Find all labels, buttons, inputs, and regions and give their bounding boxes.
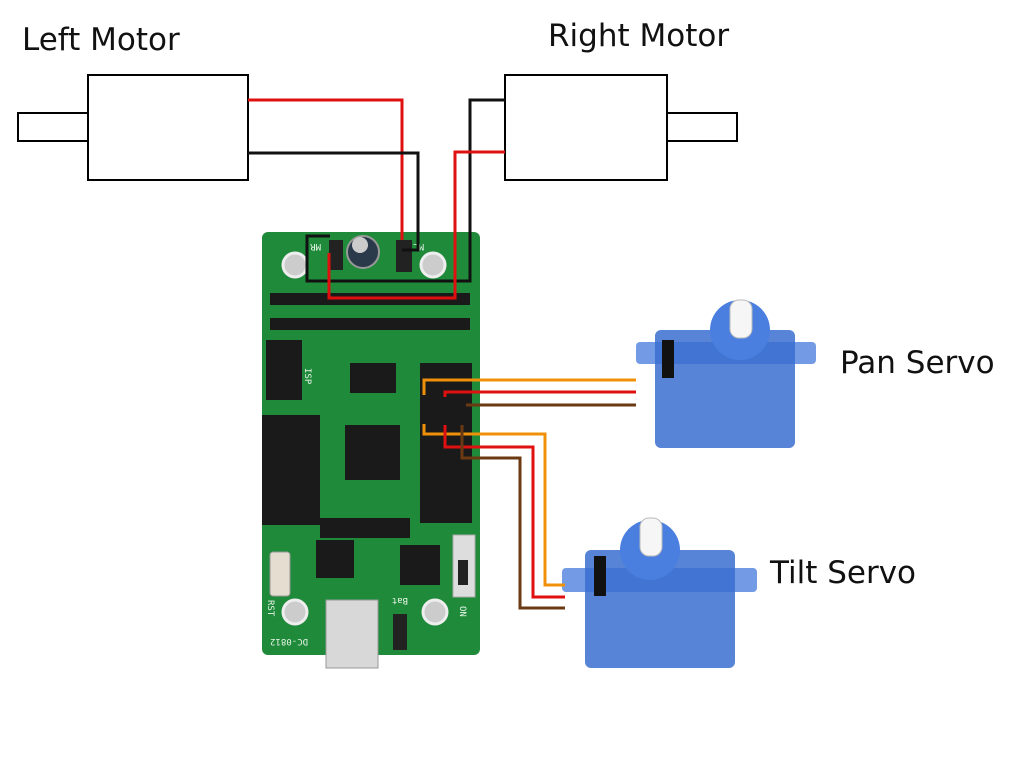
capacitor-top <box>352 237 368 253</box>
pan-servo-power-wire <box>443 390 636 397</box>
pan-servo-label: Pan Servo <box>840 345 995 381</box>
tilt-servo-label-sticker <box>594 556 606 596</box>
reset-button[interactable] <box>269 551 291 597</box>
left-motor-label: Left Motor <box>22 22 180 58</box>
left-motor <box>17 74 249 181</box>
tilt-servo-label: Tilt Servo <box>770 555 917 591</box>
mount-hole <box>421 598 449 626</box>
servo-wires <box>422 378 636 610</box>
tilt-servo-power-wire <box>443 425 565 599</box>
right-motor-body <box>504 74 668 181</box>
left-motor-black-wire <box>248 151 420 252</box>
silk-bat: Bat <box>392 595 408 605</box>
tilt-servo <box>562 517 757 668</box>
mount-hole <box>281 598 309 626</box>
silk-mr: MR <box>310 241 321 251</box>
mount-hole <box>281 251 309 279</box>
pan-servo-body <box>655 330 795 448</box>
motor-wires <box>248 98 505 300</box>
switch-knob <box>458 560 468 585</box>
microcontroller-chip <box>345 425 400 480</box>
right-motor-red-wire <box>327 150 505 300</box>
pan-servo-horn <box>729 299 753 339</box>
pan-servo-signal-wire <box>422 378 636 395</box>
mr-connector <box>329 240 343 270</box>
right-motor-label: Right Motor <box>548 18 730 54</box>
silk-model: DC-0812 <box>270 636 308 646</box>
right-motor <box>504 74 738 181</box>
pan-servo-label-sticker <box>662 340 674 378</box>
tilt-servo-ground-wire <box>460 425 565 610</box>
header-pins-top <box>262 293 472 585</box>
tilt-servo-signal-wire <box>422 424 565 587</box>
silk-rst: RST <box>265 600 275 617</box>
controller-board: MR ML ISP RST DC-0812 ON Bat <box>262 232 480 669</box>
pan-servo <box>636 299 816 448</box>
tilt-servo-horn <box>639 517 663 557</box>
tilt-servo-body <box>585 550 735 668</box>
right-motor-shaft <box>666 112 738 142</box>
silk-isp: ISP <box>302 368 312 385</box>
silk-on: ON <box>457 606 467 617</box>
left-motor-body <box>87 74 249 181</box>
left-motor-red-wire <box>248 98 404 240</box>
mount-hole <box>419 251 447 279</box>
right-motor-black-wire <box>305 98 505 283</box>
left-motor-shaft <box>17 112 89 142</box>
battery-connector <box>393 614 407 650</box>
usb-port <box>325 599 379 669</box>
ml-connector <box>396 240 412 272</box>
